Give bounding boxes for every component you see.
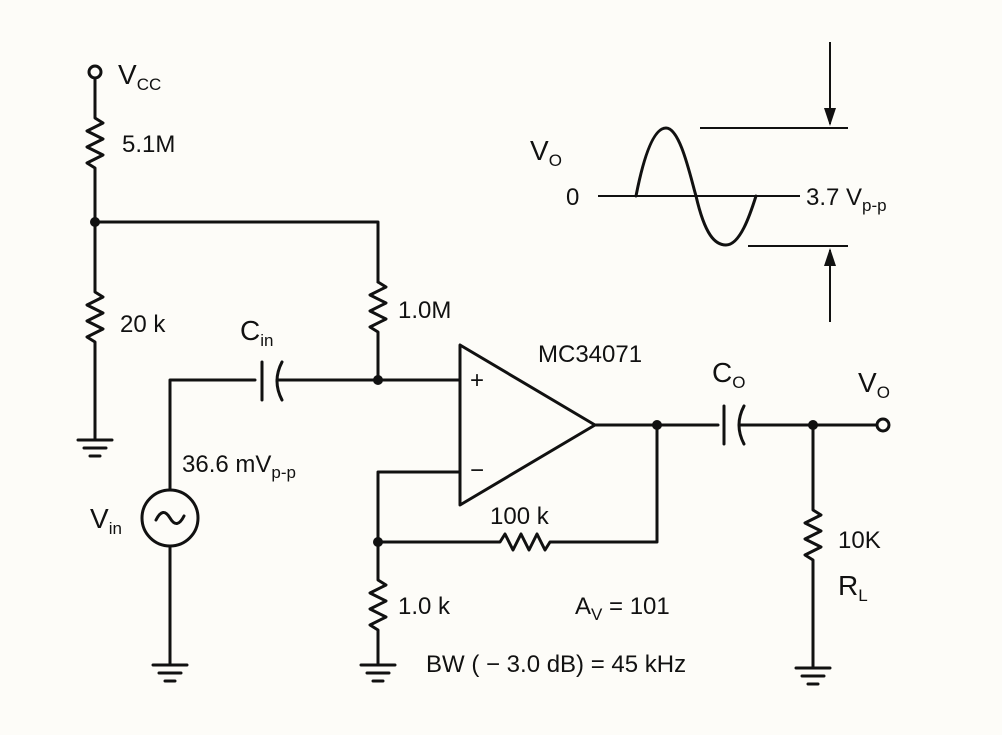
resistor-1-0k: [368, 540, 388, 667]
resistor-5-1m-label: 5.1M: [122, 131, 175, 158]
rl-value-label: 10K: [838, 527, 881, 554]
capacitor-cin: [260, 360, 380, 402]
ground-symbol-right: [794, 666, 832, 686]
waveform-inset: [598, 42, 848, 322]
co-label: CO: [712, 357, 745, 392]
output-node: [652, 420, 662, 430]
gain-label: AV = 101: [575, 593, 670, 624]
ground-symbol-middle: [359, 663, 397, 683]
resistor-1-0m-label: 1.0M: [398, 297, 451, 324]
resistor-20k: [85, 220, 105, 442]
resistor-1-0k-label: 1.0 k: [398, 593, 451, 620]
vcc-label: VCC: [118, 59, 161, 94]
bandwidth-label: BW ( − 3.0 dB) = 45 kHz: [426, 651, 686, 678]
resistor-1-0m: [368, 280, 388, 382]
opamp-label: MC34071: [538, 341, 642, 368]
cin-label: Cin: [240, 315, 273, 350]
wire-input: [168, 378, 257, 492]
vin-label: Vin: [90, 503, 122, 538]
opamp-mc34071: [458, 343, 597, 507]
waveform-amplitude-label: 3.7 Vp-p: [806, 184, 887, 215]
opamp-plus-label: +: [470, 367, 484, 394]
resistor-100k: [376, 423, 659, 552]
resistor-5-1m: [85, 106, 105, 222]
waveform-sine: [634, 126, 758, 247]
capacitor-co: [722, 404, 879, 446]
wire-bias-top: [93, 220, 380, 284]
arrow-down-head: [824, 108, 836, 126]
arrow-up-head: [824, 248, 836, 266]
waveform-vo-label: VO: [530, 135, 562, 170]
rl-label: RL: [838, 570, 868, 605]
opamp-minus-label: −: [470, 457, 484, 484]
vo-output-label: VO: [858, 367, 890, 402]
resistor-20k-label: 20 k: [120, 311, 166, 338]
resistor-100k-label: 100 k: [490, 503, 550, 530]
vo-terminal: [875, 417, 891, 433]
vin-amplitude-label: 36.6 mVp-p: [182, 451, 296, 482]
vcc-terminal: [87, 64, 103, 110]
resistor-rl: [803, 423, 823, 670]
ground-symbol-left: [76, 438, 114, 458]
ac-source-vin: [140, 488, 200, 683]
wire-inverting: [376, 470, 462, 544]
waveform-zero-label: 0: [566, 184, 579, 211]
